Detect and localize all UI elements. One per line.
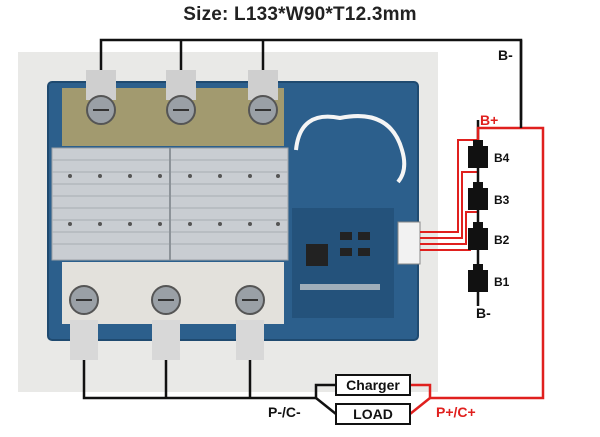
cell-label-b2: B2 (494, 233, 510, 247)
p-minus-wire (82, 360, 337, 415)
charger-label: Charger (346, 377, 400, 393)
b-plus-label: B+ (480, 112, 498, 128)
charger-box (335, 374, 411, 396)
cell-label-b1: B1 (494, 275, 510, 289)
balance-connector (397, 221, 421, 265)
cell-b2 (468, 228, 488, 250)
load-label: LOAD (353, 406, 393, 422)
b-minus-top-label: B- (498, 47, 513, 63)
cell-label-b3: B3 (494, 193, 510, 207)
cell-label-b4: B4 (494, 151, 510, 165)
control-circuit (292, 208, 394, 318)
cell-b4 (468, 146, 488, 168)
battery-stack (468, 120, 488, 300)
load-box (335, 403, 411, 425)
balance-leads (420, 139, 478, 251)
top-terminals (86, 70, 278, 125)
p-minus-label: P-/C- (268, 404, 301, 420)
b-minus-bottom-label: B- (476, 305, 491, 321)
cell-b3 (468, 188, 488, 210)
p-plus-label: P+/C+ (436, 404, 476, 420)
thermistor-wire (294, 114, 407, 184)
cell-b1 (468, 270, 488, 292)
heatsink (51, 147, 289, 261)
b-plus-wire (409, 126, 545, 415)
board-size-title: Size: L133*W90*T12.3mm (183, 4, 417, 25)
bottom-terminals (69, 285, 265, 360)
